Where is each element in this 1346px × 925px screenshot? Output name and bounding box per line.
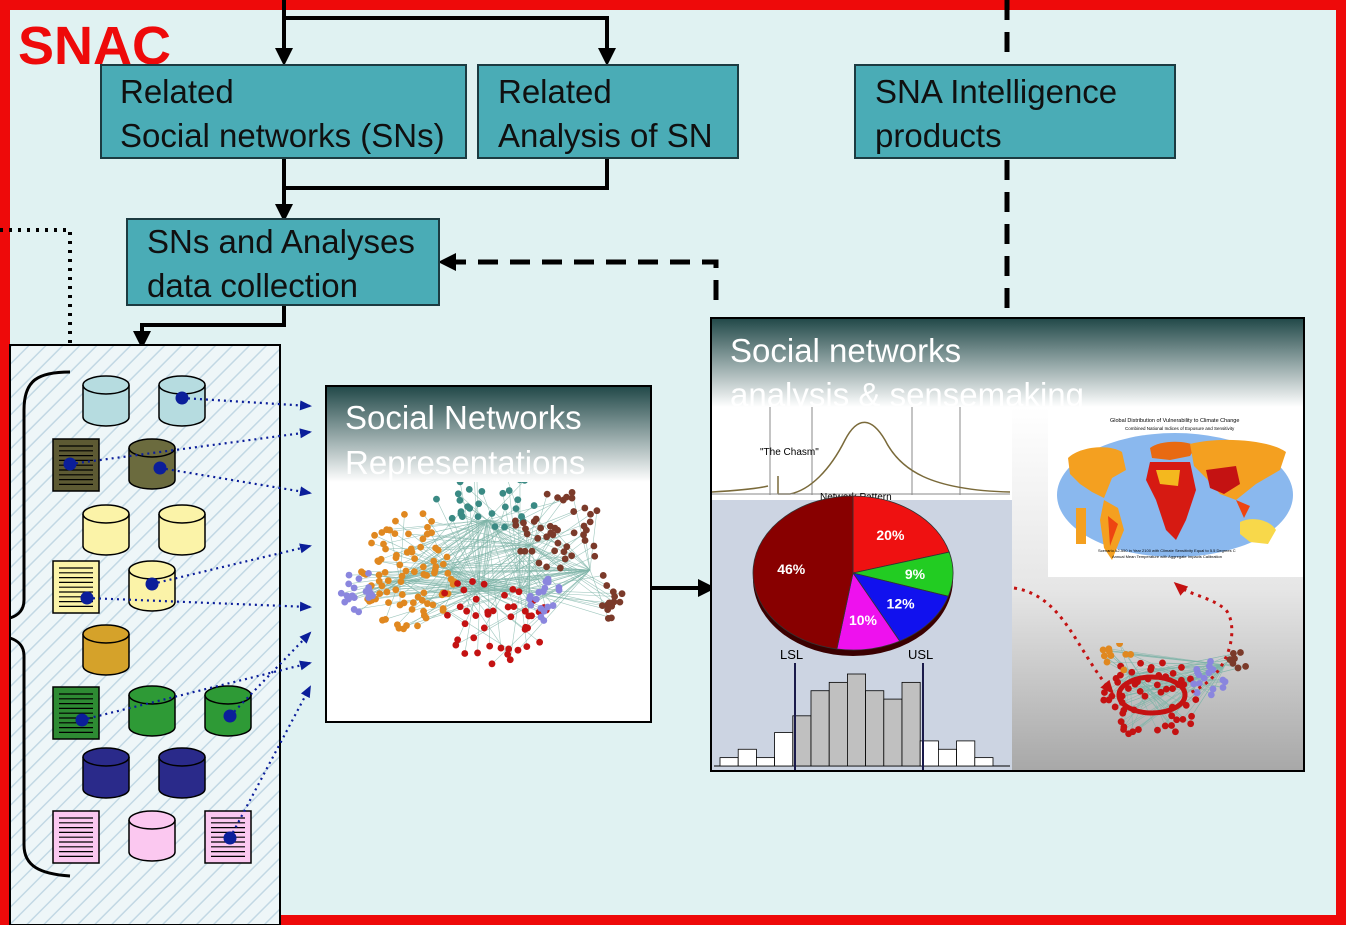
map-caption-2: Annual Mean Temperature with Aggregate I… <box>1112 554 1222 559</box>
related-social-networks-box: Related Social networks (SNs) <box>100 64 467 159</box>
pie-slice-label: 12% <box>887 596 916 612</box>
histogram-bar <box>774 732 794 767</box>
analysis-panel: Social networks analysis & sensemaking "… <box>710 317 1305 772</box>
data-collection-box: SNs and Analyses data collection <box>126 218 440 306</box>
sensemaking-link-down <box>1013 586 1114 695</box>
database-icon <box>128 810 176 862</box>
source-link-origin <box>75 713 89 727</box>
histogram-figure <box>714 663 1010 770</box>
database-icon <box>128 438 176 490</box>
pie-slice <box>852 495 950 574</box>
network-graph-image <box>337 482 626 668</box>
database-icon <box>82 624 130 676</box>
histogram-bar <box>810 690 830 767</box>
data-collection-line2: data collection <box>147 267 358 304</box>
representations-title-line2: Representations <box>345 444 585 481</box>
flow-connectors <box>133 0 716 597</box>
histogram-bar <box>847 673 867 767</box>
source-link-origin <box>80 591 94 605</box>
histogram-bar <box>737 748 757 767</box>
histogram-bar <box>828 681 848 767</box>
pie-slice-label: 10% <box>849 612 878 628</box>
bell-curve-figure <box>711 407 1011 495</box>
network-pattern-pie-chart: 20% 9% 12% 10% 46% <box>752 495 954 656</box>
histogram-upper-spec-label: USL <box>908 647 933 662</box>
source-link-origin <box>63 457 77 471</box>
histogram-bar <box>865 690 885 767</box>
document-icon <box>52 810 100 864</box>
pie-slice-label: 20% <box>876 527 905 543</box>
network-nodes <box>337 482 626 668</box>
histogram-lower-spec-label: LSL <box>780 647 803 662</box>
histogram-bar <box>756 757 776 767</box>
related-social-networks-line2: Social networks (SNs) <box>120 117 445 154</box>
database-icon <box>158 504 206 556</box>
data-collection-line1: SNs and Analyses <box>147 223 415 260</box>
related-analysis-box: Related Analysis of SN <box>477 64 739 159</box>
bell-curve-label: "The Chasm" <box>760 447 819 458</box>
sna-products-line2: products <box>875 117 1002 154</box>
map-title: Global Distribution of Vulnerability to … <box>1110 418 1239 424</box>
histogram-bar <box>938 748 958 767</box>
source-link-origin <box>223 831 237 845</box>
pie-slice <box>852 572 949 642</box>
sensemaking-link-up <box>1173 582 1234 697</box>
database-icon <box>128 685 176 737</box>
source-bracket <box>9 370 71 878</box>
source-link <box>229 631 312 717</box>
histogram-bar <box>883 698 903 767</box>
source-link-origin <box>175 391 189 405</box>
sna-products-line1: SNA Intelligence <box>875 73 1118 110</box>
histogram-bar <box>974 757 994 767</box>
document-icon <box>52 560 100 614</box>
source-link <box>69 428 312 466</box>
sna-intelligence-products-box: SNA Intelligence products <box>854 64 1176 159</box>
database-icon <box>82 504 130 556</box>
related-analysis-line2: Analysis of SN <box>498 117 713 154</box>
map-caption: Scenario A2-550 in Year 2100 with Climat… <box>1098 548 1236 553</box>
source-link-origin <box>223 709 237 723</box>
source-link <box>229 685 311 839</box>
document-icon <box>52 686 100 740</box>
related-social-networks-line1: Related <box>120 73 234 110</box>
analysis-title-line1: Social networks <box>730 332 961 369</box>
source-link-origin <box>145 577 159 591</box>
pie-slice-label: 9% <box>905 566 926 582</box>
source-link <box>86 596 312 612</box>
histogram-bar <box>719 757 739 767</box>
pie-slice-label: 46% <box>777 561 806 577</box>
histogram-bar <box>901 681 921 767</box>
map-subtitle: Combined National Indices of Exposure an… <box>1125 426 1235 431</box>
data-source-links <box>63 391 312 845</box>
database-icon <box>82 375 130 427</box>
source-link-origin <box>153 461 167 475</box>
database-icon <box>82 747 130 799</box>
histogram-bar <box>956 740 976 767</box>
source-link <box>159 466 312 497</box>
world-vulnerability-map: Global Distribution of Vulnerability to … <box>1048 407 1303 577</box>
analysis-title-line2: analysis & sensemaking <box>730 376 1084 413</box>
pie-slice <box>752 495 854 650</box>
database-icon <box>158 747 206 799</box>
representations-title-line1: Social Networks <box>345 399 582 436</box>
database-icon <box>158 375 206 427</box>
related-analysis-line1: Related <box>498 73 612 110</box>
representations-panel: Social Networks Representations <box>325 385 652 723</box>
